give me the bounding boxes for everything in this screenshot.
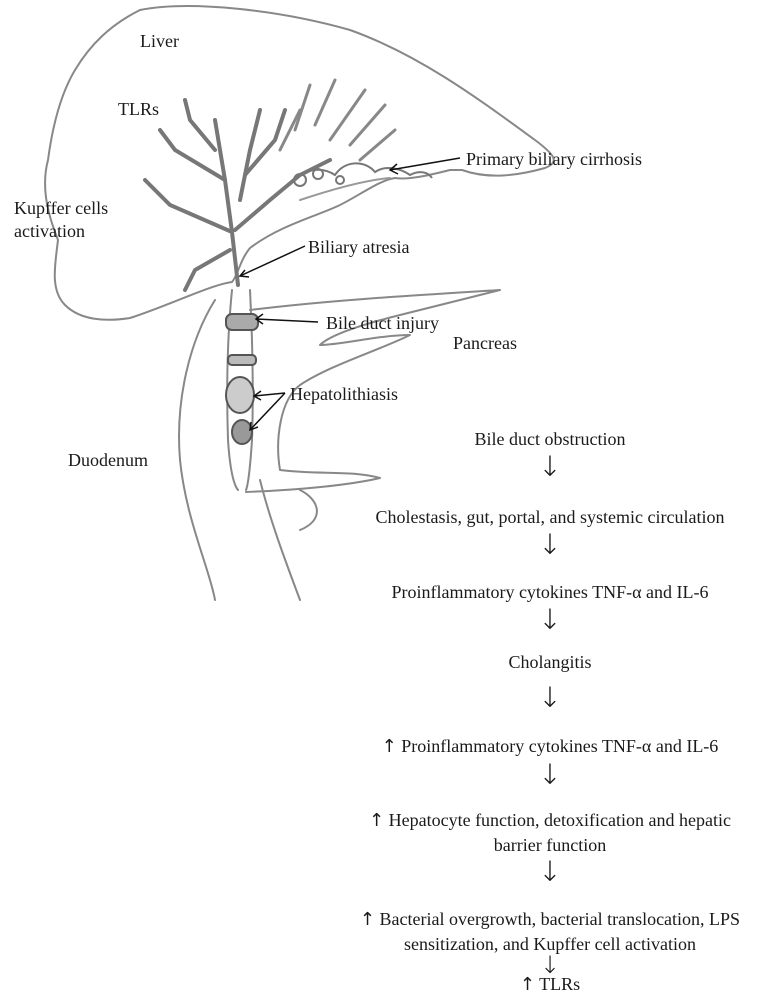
right-hepatic-branch-2 xyxy=(240,110,260,200)
liver-label: Liver xyxy=(140,30,179,52)
increase-symbol: ↑ xyxy=(382,736,397,757)
duodenum-label: Duodenum xyxy=(68,449,148,471)
stricture-mark xyxy=(228,355,256,365)
fine-duct-4 xyxy=(350,105,385,145)
kupffer-label-line1: Kupffer cells xyxy=(14,197,108,219)
flow-step-tlrs: ↑ TLRs xyxy=(330,973,764,996)
left-hepatic-branch-2 xyxy=(160,130,225,180)
fine-duct-1 xyxy=(295,85,310,130)
flow-step-cytokines: Proinflammatory cytokines TNF-α and IL-6 xyxy=(330,579,764,605)
fine-duct-5 xyxy=(360,130,395,160)
flow-step-bile-duct-obstruction: Bile duct obstruction xyxy=(330,426,764,452)
flow-step-bacterial-line1: ↑ Bacterial overgrowth, bacterial transl… xyxy=(330,906,764,933)
pancreas-label: Pancreas xyxy=(453,332,517,354)
tlrs-label: TLRs xyxy=(118,98,159,120)
left-hepatic-branch-3 xyxy=(185,100,215,150)
flow-step-cholangitis: Cholangitis xyxy=(330,649,764,675)
kupffer-label-line2: activation xyxy=(14,220,85,242)
arrow-bile-duct-injury xyxy=(256,319,318,322)
flow-step-increased-cytokines: ↑ Proinflammatory cytokines TNF-α and IL… xyxy=(330,733,764,760)
arrow-biliary-atresia xyxy=(240,246,305,276)
stone-2 xyxy=(232,420,252,444)
pancreas-lower-edge xyxy=(300,490,317,530)
bile-duct-injury-mark xyxy=(226,314,258,330)
flow-arrow: ↓ xyxy=(510,760,590,790)
step-text: TLRs xyxy=(539,974,580,994)
increase-symbol: ↑ xyxy=(520,974,535,995)
primary-biliary-cirrhosis-label: Primary biliary cirrhosis xyxy=(466,148,642,170)
increase-symbol: ↑ xyxy=(360,909,375,930)
flow-step-cholestasis: Cholestasis, gut, portal, and systemic c… xyxy=(330,504,764,530)
step-text: Bacterial overgrowth, bacterial transloc… xyxy=(380,909,741,929)
duodenum-outline-left xyxy=(179,300,215,600)
flow-step-hepatocyte-line1: ↑ Hepatocyte function, detoxification an… xyxy=(330,807,764,834)
flow-arrow: ↓ xyxy=(510,683,590,713)
fine-duct-2 xyxy=(315,80,335,125)
flow-arrow: ↓ xyxy=(510,857,590,887)
bile-duct-injury-label: Bile duct injury xyxy=(326,312,439,334)
duodenum-inner xyxy=(260,480,300,600)
step-text: Hepatocyte function, detoxification and … xyxy=(389,810,731,830)
left-hepatic-branch-1 xyxy=(145,180,232,232)
flow-arrow: ↓ xyxy=(510,530,590,560)
liver-lower-edge xyxy=(300,178,390,200)
arrow-primary-biliary-cirrhosis xyxy=(390,158,460,170)
flow-arrow: ↓ xyxy=(510,605,590,635)
flow-arrow: ↓ xyxy=(510,452,590,482)
step-text: Proinflammatory cytokines TNF-α and IL-6 xyxy=(401,736,718,756)
increase-symbol: ↑ xyxy=(369,810,384,831)
stone-1 xyxy=(226,377,254,413)
common-hepatic-duct xyxy=(215,120,238,285)
hepatolithiasis-label: Hepatolithiasis xyxy=(290,383,398,405)
biliary-atresia-label: Biliary atresia xyxy=(308,236,409,258)
